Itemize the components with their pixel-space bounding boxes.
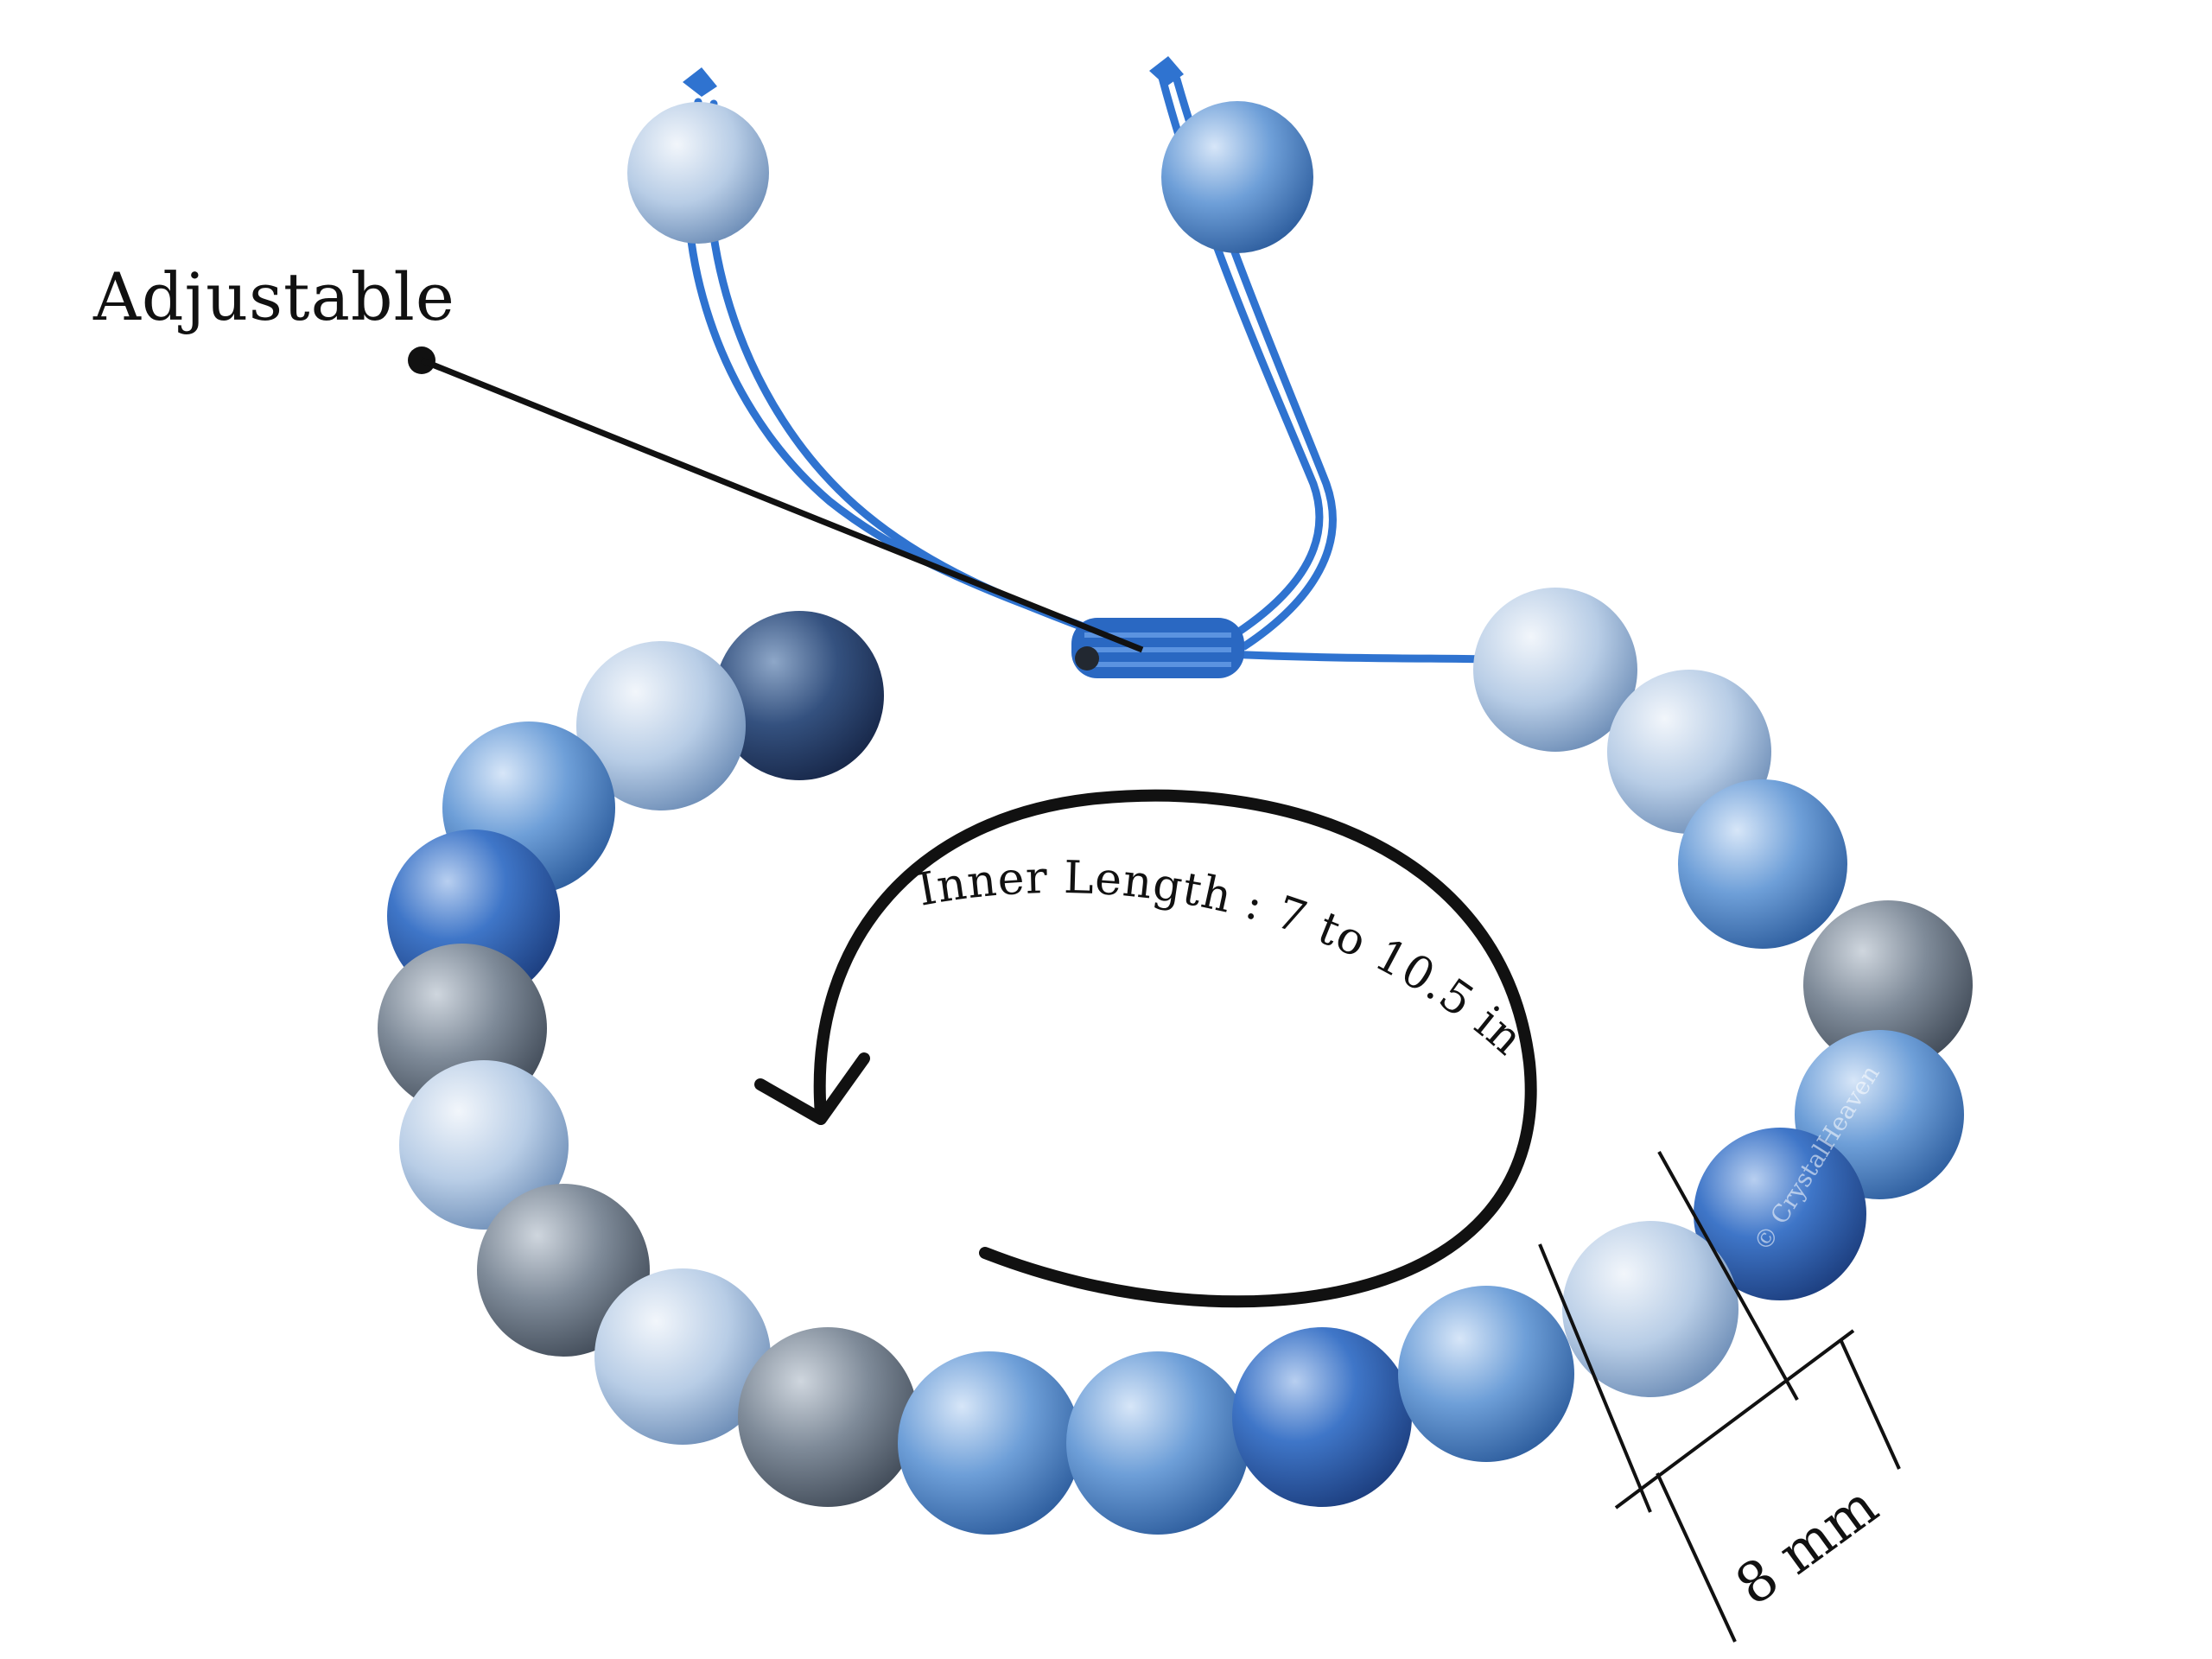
arrow-head-icon bbox=[754, 1052, 870, 1125]
cord-end-bead-left bbox=[627, 67, 769, 244]
bead bbox=[1678, 779, 1847, 949]
callout-line bbox=[420, 357, 1144, 653]
bead bbox=[1473, 588, 1637, 752]
bead bbox=[1232, 1327, 1412, 1507]
cord-end-bead-right bbox=[1149, 56, 1313, 253]
bead bbox=[1066, 1351, 1249, 1535]
bead bbox=[898, 1351, 1081, 1535]
bead bbox=[1694, 1128, 1866, 1300]
bead bbox=[594, 1268, 771, 1445]
adjustable-cord bbox=[683, 73, 1560, 665]
circular-arrow-icon bbox=[813, 789, 1537, 1308]
sliding-knot bbox=[1071, 618, 1244, 678]
adjustable-label: Adjustable bbox=[92, 258, 455, 335]
bead-size-label: 8 mm bbox=[1725, 1474, 1890, 1618]
bead bbox=[399, 1060, 569, 1230]
bead bbox=[1398, 1286, 1574, 1462]
bead bbox=[1803, 900, 1973, 1070]
bead bbox=[715, 611, 884, 780]
adjustable-callout: Adjustable bbox=[92, 258, 1144, 653]
bead-size-marker bbox=[1538, 1151, 1901, 1643]
bead bbox=[738, 1327, 918, 1507]
bead bbox=[1562, 1221, 1738, 1397]
bracelet-beads bbox=[378, 588, 1973, 1535]
bead bbox=[576, 641, 746, 810]
